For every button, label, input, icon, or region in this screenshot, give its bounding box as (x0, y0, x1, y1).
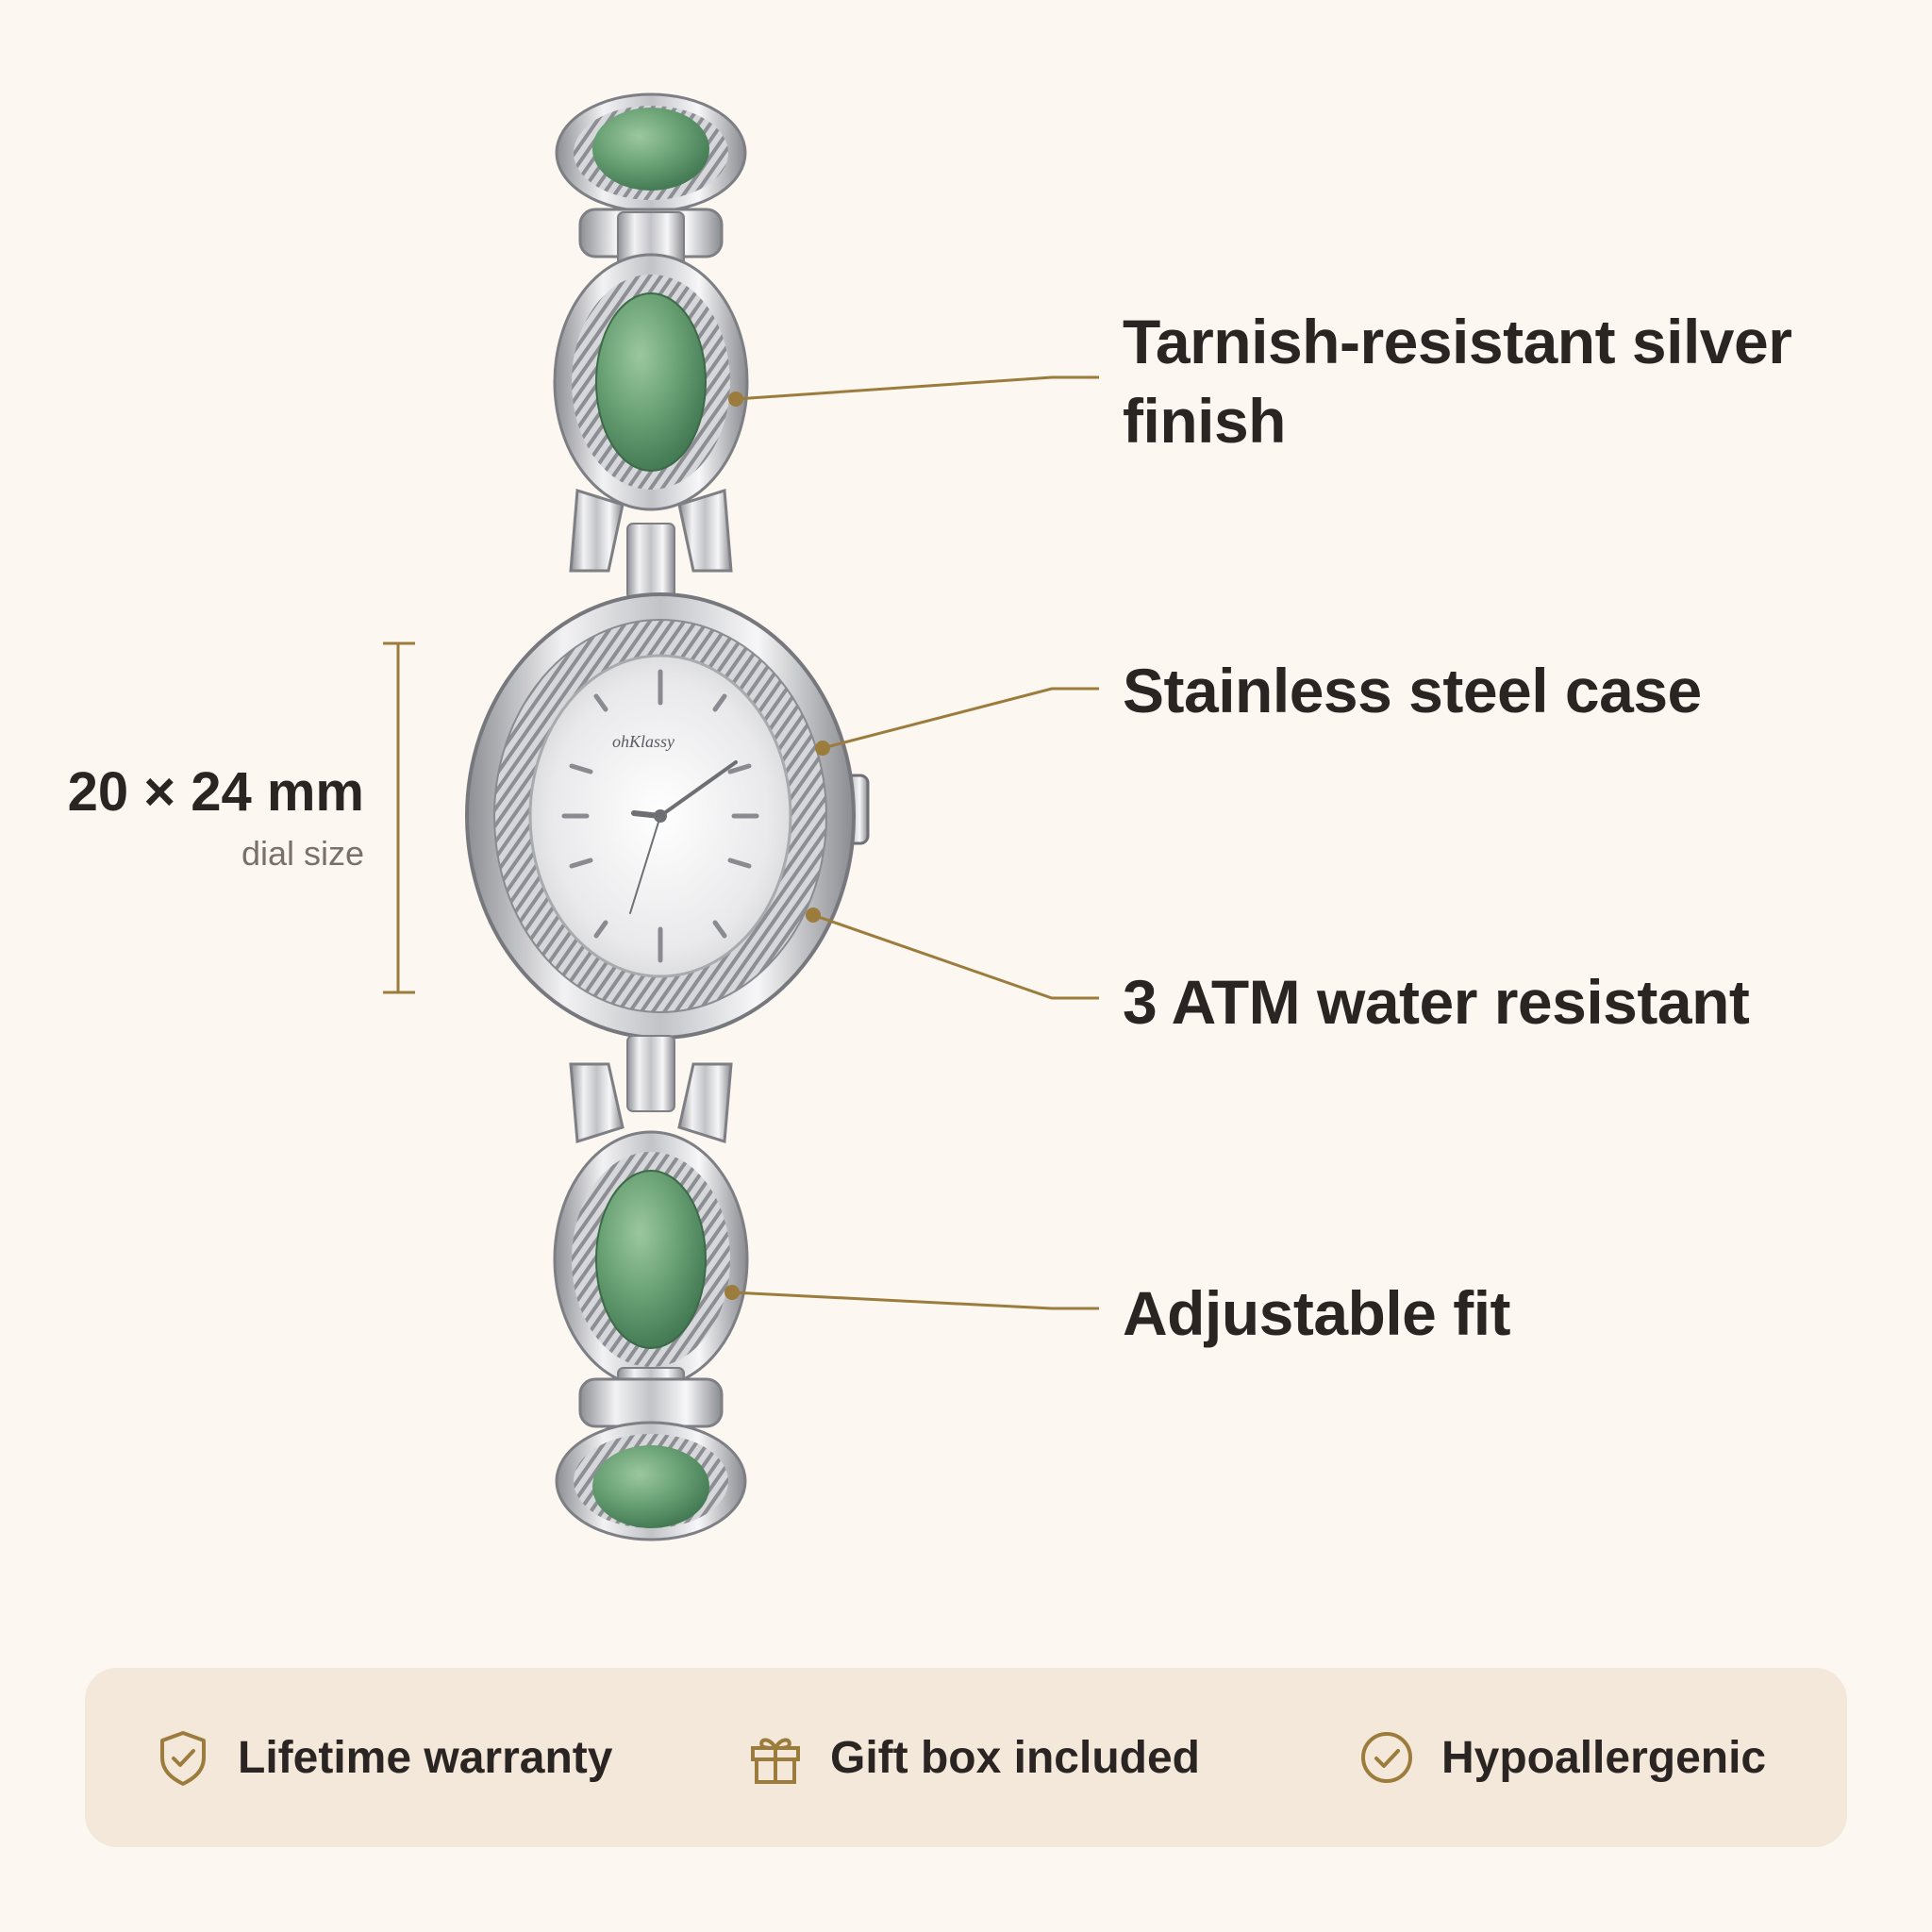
feature-finish: Tarnish-resistant silver finish (1123, 307, 1792, 456)
feature-case: Stainless steel case (1123, 656, 1702, 725)
badge-hypoallergenic-label: Hypoallergenic (1441, 1732, 1767, 1783)
callout-line-finish (735, 375, 1099, 401)
callout-dot-case (815, 741, 830, 756)
dial-size-label: dial size (241, 834, 364, 873)
circle-check-icon (1361, 1732, 1412, 1783)
bracelet-link-bottom (555, 1367, 747, 1541)
feature-water-resistance: 3 ATM water resistant (1123, 967, 1750, 1037)
callout-dot-water (806, 908, 821, 923)
callout-line-water (812, 913, 1099, 1000)
shield-check-icon (160, 1731, 206, 1786)
bracelet-link-top (555, 92, 747, 270)
benefits-bar: Lifetime warranty Gift box included Hypo… (85, 1668, 1847, 1847)
bracelet-link-lower (553, 1035, 749, 1389)
badge-hypoallergenic: Hypoallergenic (1357, 1668, 1766, 1847)
badge-warranty: Lifetime warranty (153, 1668, 612, 1847)
dial-size-value: 20 × 24 mm (67, 761, 364, 823)
callout-line-case (822, 687, 1099, 750)
callout-line-fit (731, 1291, 1099, 1310)
badge-gift-box-label: Gift box included (830, 1732, 1200, 1783)
badge-gift-box: Gift box included (745, 1668, 1200, 1847)
badge-warranty-label: Lifetime warranty (238, 1732, 613, 1783)
watch-case: ohKlassy (465, 592, 870, 1040)
brand-logo: ohKlassy (612, 732, 675, 751)
feature-fit: Adjustable fit (1123, 1278, 1511, 1348)
callout-dot-fit (724, 1285, 740, 1300)
bracelet-link-upper (553, 253, 749, 600)
dimension-bracket (383, 641, 415, 994)
callout-dot-finish (728, 391, 743, 407)
gift-icon (751, 1738, 800, 1784)
